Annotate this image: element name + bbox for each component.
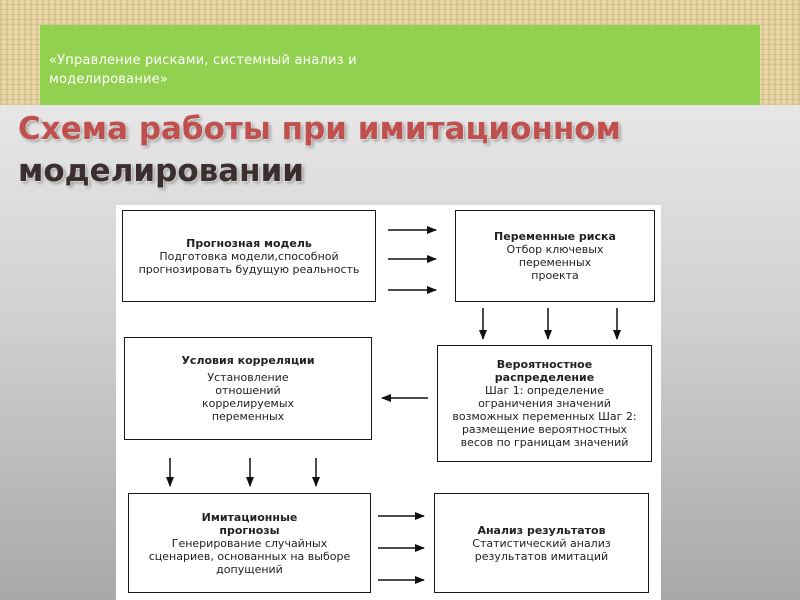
box-body: Отбор ключевых переменных проекта — [506, 243, 604, 282]
header-subtitle: «Управление рисками, системный анализ и … — [49, 53, 357, 87]
box-title: Имитационные прогнозы — [201, 510, 298, 537]
header-banner — [40, 25, 760, 105]
box-title: Переменные риска — [494, 230, 616, 243]
box-body: Генерирование случайных сценариев, основ… — [148, 536, 351, 576]
box-body: Подготовка модели,способной прогнозирова… — [138, 249, 360, 276]
box-title: Условия корреляции — [181, 354, 315, 367]
slide-title-line2: моделировании — [18, 153, 305, 189]
box-body: Статистический анализ результатов имитац… — [472, 536, 611, 563]
slide-title: Схема работы при имитационном моделирова… — [18, 108, 798, 192]
box-simulation: Имитационные прогнозы Генерирование случ… — [128, 493, 371, 593]
box-correlation: Условия корреляции Установление отношени… — [124, 337, 372, 440]
box-title: Прогнозная модель — [186, 236, 312, 250]
box-analysis: Анализ результатов Статистический анализ… — [434, 493, 649, 593]
box-title: Вероятностное распределение — [494, 358, 595, 384]
slide-title-line1: Схема работы при имитационном — [18, 111, 621, 147]
box-forecast-model: Прогнозная модель Подготовка модели,спос… — [122, 210, 376, 302]
box-body: Установление отношений коррелируемых пер… — [201, 371, 295, 423]
box-body: Шаг 1: определение ограничения значений … — [452, 384, 637, 449]
box-title: Анализ результатов — [477, 523, 606, 537]
box-risk-variables: Переменные риска Отбор ключевых переменн… — [455, 210, 655, 302]
box-probability: Вероятностное распределение Шаг 1: опред… — [437, 345, 652, 462]
